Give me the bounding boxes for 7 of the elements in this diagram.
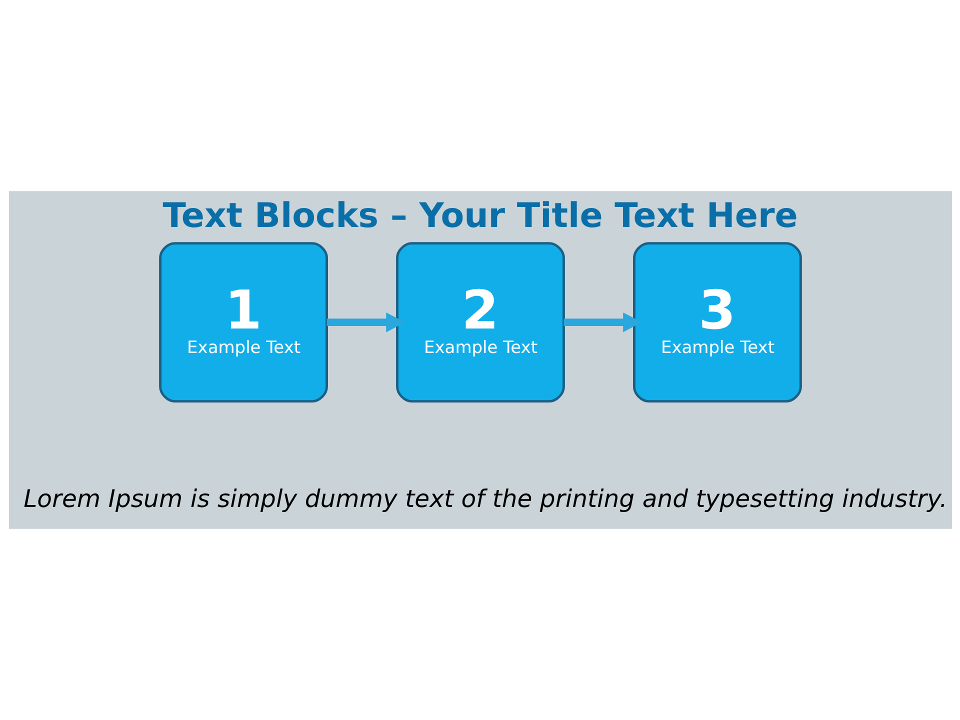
label: Lorem Ipsum is simply dummy text of the printing and typesetting industry.: [23, 484, 947, 514]
diagram-title: Text Blocks – Your Title Text Here: [162, 196, 798, 236]
node-box: 1 Example Text: [158, 242, 328, 403]
arrow: [563, 312, 642, 332]
node-box: 3 Example Text: [632, 242, 802, 403]
node-box: 2 Example Text: [396, 242, 564, 403]
arrow: [326, 312, 404, 332]
